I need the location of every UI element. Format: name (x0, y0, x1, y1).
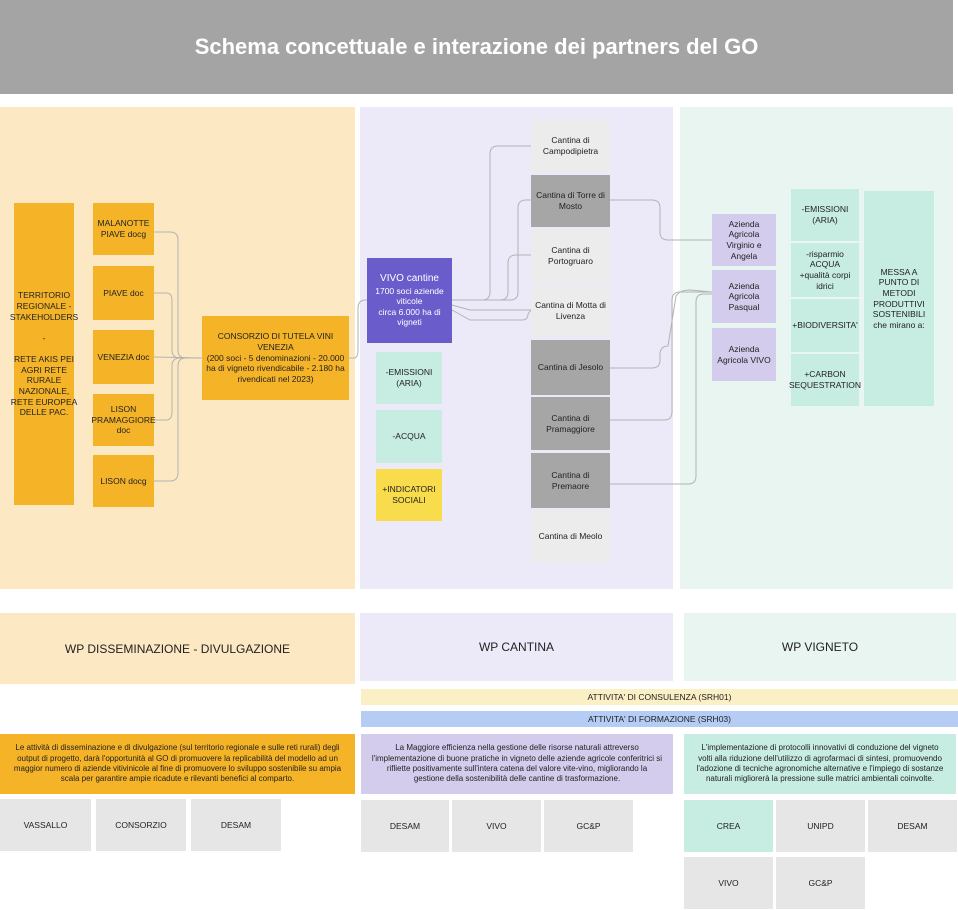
wp-dissemination-title: WP DISSEMINAZIONE - DIVULGAZIONE (0, 613, 355, 684)
partner-vivo-vigneto: VIVO (684, 857, 773, 909)
cantina-premaore: Cantina di Premaore (531, 453, 610, 508)
consorzio-node: CONSORZIO DI TUTELA VINI VENEZIA (200 so… (202, 316, 349, 400)
indicator-acqua-cantina: -ACQUA (376, 410, 442, 463)
partner-vassallo: VASSALLO (0, 799, 91, 851)
partner-desam-dissem: DESAM (191, 799, 281, 851)
territorio-node: TERRITORIO REGIONALE - STAKEHOLDERS - RE… (10, 203, 78, 505)
consulenza-strip: ATTIVITA' DI CONSULENZA (SRH01) (361, 689, 958, 705)
cantina-portogruaro: Cantina di Portogruaro (531, 229, 610, 282)
vivo-cantine-node: VIVO cantine 1700 soci aziende viticole … (367, 258, 452, 343)
vivo-description: 1700 soci aziende viticole circa 6.000 h… (375, 285, 444, 328)
azienda-pasqual: Azienda Agricola Pasqual (712, 270, 776, 323)
cantina-jesolo: Cantina di Jesolo (531, 340, 610, 395)
formazione-strip: ATTIVITA' DI FORMAZIONE (SRH03) (361, 711, 958, 727)
indicator-sociali-cantina: +INDICATORI SOCIALI (376, 469, 442, 521)
indicator-emissioni-cantina: -EMISSIONI (ARIA) (376, 352, 442, 404)
denominazione-lison-pramaggiore: LISON PRAMAGGIORE doc (91, 394, 156, 446)
dissemination-description: Le attività di disseminazione e di divul… (0, 734, 355, 794)
cantina-pramaggiore: Cantina di Pramaggiore (531, 397, 610, 450)
wp-vigneto-title: WP VIGNETO (684, 613, 956, 681)
partner-desam-vigneto: DESAM (868, 800, 957, 852)
partner-desam-cantina: DESAM (361, 800, 449, 852)
vigneto-description: L'implementazione di protocolli innovati… (684, 734, 956, 794)
denominazione-piave: PIAVE doc (93, 266, 154, 320)
indicator-carbon: +CARBON SEQUESTRATION (789, 354, 861, 406)
partner-consorzio: CONSORZIO (96, 799, 186, 851)
page-title: Schema concettuale e interazione dei par… (0, 0, 953, 94)
cantina-campodipietra: Cantina di Campodipietra (531, 119, 610, 172)
denominazione-lison: LISON docg (93, 455, 154, 507)
indicator-biodiversita: +BIODIVERSITA' (791, 299, 859, 352)
partner-crea: CREA (684, 800, 773, 852)
denominazione-malanotte: MALANOTTE PIAVE docg (93, 203, 154, 255)
cantina-torre-di-mosto: Cantina di Torre di Mosto (531, 175, 610, 227)
indicator-emissioni-vigneto: -EMISSIONI (ARIA) (791, 189, 859, 241)
partner-unipd: UNIPD (776, 800, 865, 852)
vivo-title: VIVO cantine (380, 273, 439, 284)
indicator-acqua-vigneto: -risparmio ACQUA +qualità corpi idrici (791, 243, 859, 297)
partner-gcp-cantina: GC&P (544, 800, 633, 852)
cantina-motta-di-livenza: Cantina di Motta di Livenza (531, 284, 610, 337)
partner-gcp-vigneto: GC&P (776, 857, 865, 909)
cantina-description: La Maggiore efficienza nella gestione de… (361, 734, 673, 794)
cantina-meolo: Cantina di Meolo (531, 510, 610, 563)
wp-cantina-title: WP CANTINA (360, 613, 673, 681)
denominazione-venezia: VENEZIA doc (93, 330, 154, 384)
messa-a-punto-node: MESSA A PUNTO DI METODI PRODUTTIVI SOSTE… (864, 191, 934, 406)
partner-vivo-cantina: VIVO (452, 800, 541, 852)
azienda-virginio-angela: Azienda Agricola Virginio e Angela (712, 214, 776, 266)
azienda-vivo: Azienda Agricola VIVO (712, 328, 776, 381)
